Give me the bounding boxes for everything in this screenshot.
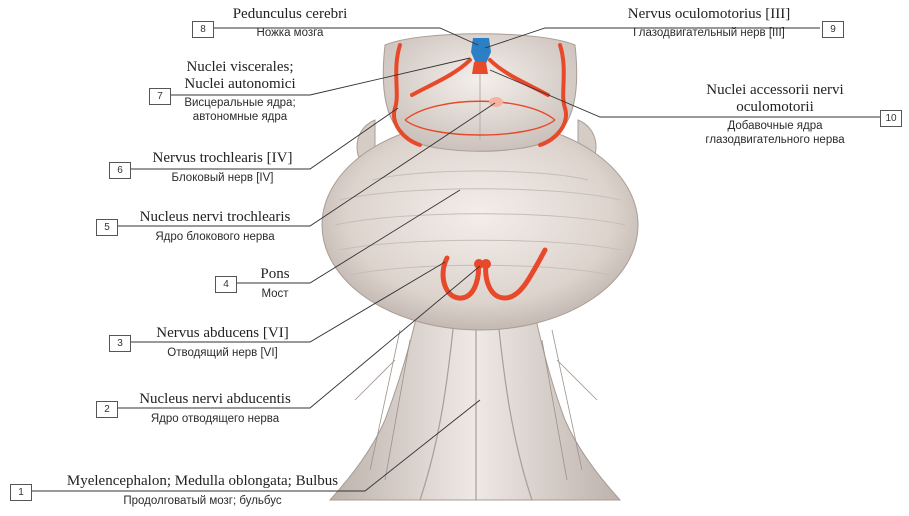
label-nervus-oculomotorius: Nervus oculomotorius [III] Глазодвигател…: [600, 6, 818, 40]
latin-term: Nucleus nervi abducentis: [120, 391, 310, 408]
label-myelencephalon: Myelencephalon; Medulla oblongata; Bulbu…: [40, 473, 365, 508]
label-number-1: 1: [10, 484, 32, 501]
label-number-8: 8: [192, 21, 214, 38]
label-nucleus-nervi-abducentis: Nucleus nervi abducentis Ядро отводящего…: [120, 391, 310, 426]
label-number-10: 10: [880, 110, 902, 127]
label-number-6: 6: [109, 162, 131, 179]
russian-term: Ядро отводящего нерва: [120, 412, 310, 426]
label-nuclei-accessorii: Nuclei accessorii nervi oculomotorii Доб…: [680, 82, 870, 147]
label-pons: Pons Мост: [240, 266, 310, 301]
label-pedunculus-cerebri: Pedunculus cerebri Ножка мозга: [215, 6, 365, 40]
label-number-2: 2: [96, 401, 118, 418]
russian-term: Блоковый нерв [IV]: [135, 171, 310, 185]
latin-term: Myelencephalon; Medulla oblongata; Bulbu…: [40, 473, 365, 490]
label-number-4: 4: [215, 276, 237, 293]
label-number-3: 3: [109, 335, 131, 352]
latin-term-line2: oculomotorii: [680, 99, 870, 116]
russian-term-line2: глазодвигательного нерва: [680, 133, 870, 147]
russian-term: Ножка мозга: [215, 26, 365, 40]
russian-term: Отводящий нерв [VI]: [135, 346, 310, 360]
latin-term: Nervus trochlearis [IV]: [135, 150, 310, 167]
label-nervus-trochlearis: Nervus trochlearis [IV] Блоковый нерв [I…: [135, 150, 310, 185]
label-number-9: 9: [822, 21, 844, 38]
russian-term: Продолговатый мозг; бульбус: [40, 494, 365, 508]
abducens-nucleus-right: [481, 259, 491, 269]
russian-term: Мост: [240, 287, 310, 301]
latin-term: Nuclei accessorii nervi: [680, 82, 870, 99]
russian-term: Глазодвигательный нерв [III]: [600, 26, 818, 40]
latin-term: Pedunculus cerebri: [215, 6, 365, 23]
latin-term: Nervus oculomotorius [III]: [600, 6, 818, 23]
label-number-7: 7: [149, 88, 171, 105]
latin-term: Nuclei viscerales;: [170, 59, 310, 76]
latin-term-line2: Nuclei autonomici: [170, 76, 310, 93]
label-nervus-abducens: Nervus abducens [VI] Отводящий нерв [VI]: [135, 325, 310, 360]
label-number-5: 5: [96, 219, 118, 236]
russian-term: Ядро блокового нерва: [120, 230, 310, 244]
label-nuclei-viscerales: Nuclei viscerales; Nuclei autonomici Вис…: [170, 59, 310, 124]
latin-term: Nucleus nervi trochlearis: [120, 209, 310, 226]
russian-term: Добавочные ядра: [680, 119, 870, 133]
label-nucleus-nervi-trochlearis: Nucleus nervi trochlearis Ядро блокового…: [120, 209, 310, 244]
russian-term: Висцеральные ядра;: [170, 96, 310, 110]
accessory-oculomotor-nucleus: [472, 62, 488, 74]
russian-term-line2: автономные ядра: [170, 110, 310, 124]
latin-term: Nervus abducens [VI]: [135, 325, 310, 342]
latin-term: Pons: [240, 266, 310, 283]
